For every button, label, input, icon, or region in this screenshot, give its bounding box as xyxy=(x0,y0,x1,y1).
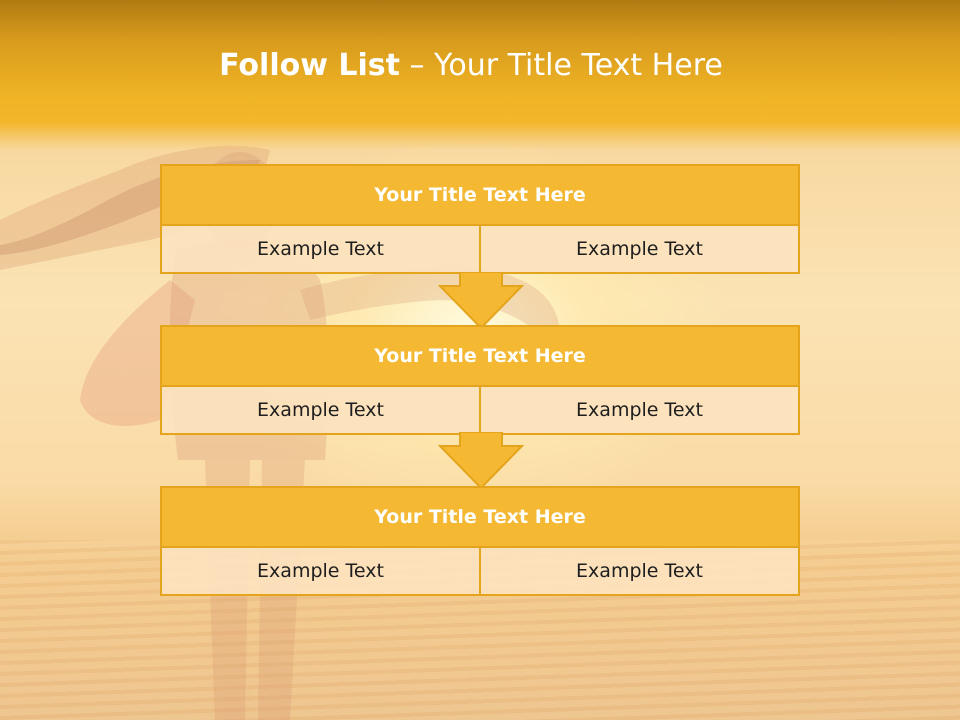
block-cell-left: Example Text xyxy=(162,387,479,433)
title-bar xyxy=(0,0,960,150)
follow-block-3: Your Title Text Here Example Text Exampl… xyxy=(160,486,800,596)
block-row: Example Text Example Text xyxy=(162,387,798,433)
follow-block-1: Your Title Text Here Example Text Exampl… xyxy=(160,164,800,274)
slide-title: Follow List – Your Title Text Here xyxy=(0,48,942,83)
block-cell-right: Example Text xyxy=(479,226,798,272)
slide-title-rest: – Your Title Text Here xyxy=(399,48,723,83)
block-title: Your Title Text Here xyxy=(162,166,798,226)
block-row: Example Text Example Text xyxy=(162,226,798,272)
block-title: Your Title Text Here xyxy=(162,488,798,548)
down-arrow-icon xyxy=(438,432,524,490)
block-row: Example Text Example Text xyxy=(162,548,798,594)
block-cell-right: Example Text xyxy=(479,548,798,594)
block-cell-left: Example Text xyxy=(162,548,479,594)
block-cell-left: Example Text xyxy=(162,226,479,272)
block-title: Your Title Text Here xyxy=(162,327,798,387)
slide-title-bold: Follow List xyxy=(219,48,400,83)
follow-block-2: Your Title Text Here Example Text Exampl… xyxy=(160,325,800,435)
down-arrow-icon xyxy=(438,272,524,330)
block-cell-right: Example Text xyxy=(479,387,798,433)
